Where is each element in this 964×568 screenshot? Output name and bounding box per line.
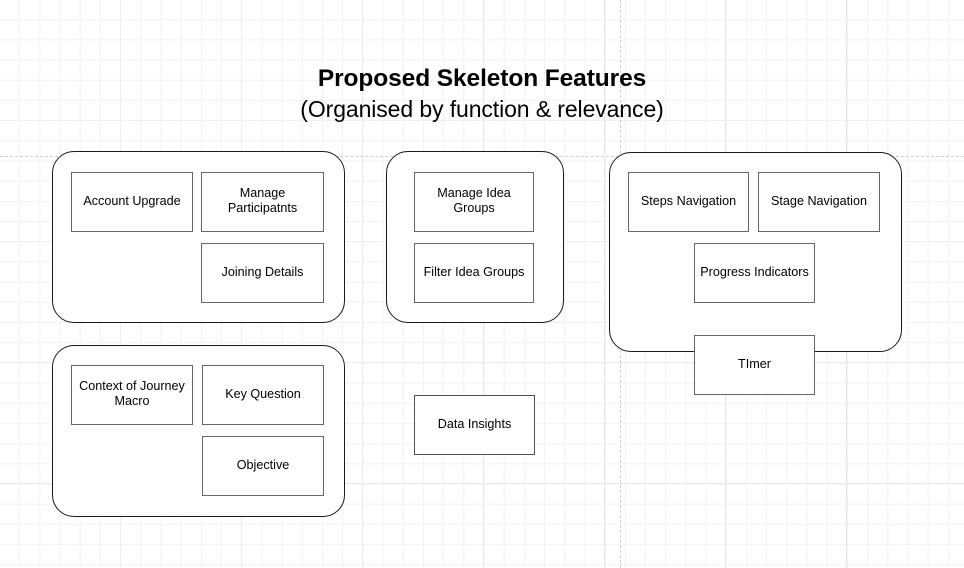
node-account-upgrade[interactable]: Account Upgrade: [71, 172, 193, 232]
node-steps-navigation[interactable]: Steps Navigation: [628, 172, 749, 232]
node-label: Manage Idea Groups: [437, 186, 511, 215]
node-progress-indicators[interactable]: Progress Indicators: [694, 243, 815, 303]
node-label: Joining Details: [221, 264, 304, 279]
node-label: Objective: [236, 457, 290, 472]
title-subtitle: (Organised by function & relevance): [300, 96, 664, 122]
node-objective[interactable]: Objective: [202, 436, 324, 496]
node-label: Steps Navigation: [640, 193, 737, 208]
node-label: Account Upgrade: [83, 193, 181, 208]
node-label: Stage Navigation: [771, 193, 867, 208]
node-stage-navigation[interactable]: Stage Navigation: [758, 172, 880, 232]
node-context-of-journey-macro[interactable]: Context of Journey Macro: [71, 365, 193, 425]
node-label: TImer: [738, 356, 771, 371]
title-heading: Proposed Skeleton Features: [317, 65, 647, 92]
node-manage-idea-groups[interactable]: Manage Idea Groups: [414, 172, 534, 232]
node-label: Progress Indicators: [700, 264, 809, 279]
node-key-question[interactable]: Key Question: [202, 365, 324, 425]
node-label: Filter Idea Groups: [423, 264, 525, 279]
node-manage-participatnts[interactable]: Manage Participatnts: [201, 172, 324, 232]
page-title: Proposed Skeleton Features (Organised by…: [0, 64, 964, 124]
node-label: Context of Journey Macro: [79, 379, 185, 408]
node-label: Data Insights: [437, 416, 512, 431]
node-data-insights[interactable]: Data Insights: [414, 395, 535, 455]
node-label: Manage Participatnts: [227, 186, 298, 215]
node-joining-details[interactable]: Joining Details: [201, 243, 324, 303]
node-timer[interactable]: TImer: [694, 335, 815, 395]
node-label: Key Question: [225, 386, 301, 401]
node-filter-idea-groups[interactable]: Filter Idea Groups: [414, 243, 534, 303]
